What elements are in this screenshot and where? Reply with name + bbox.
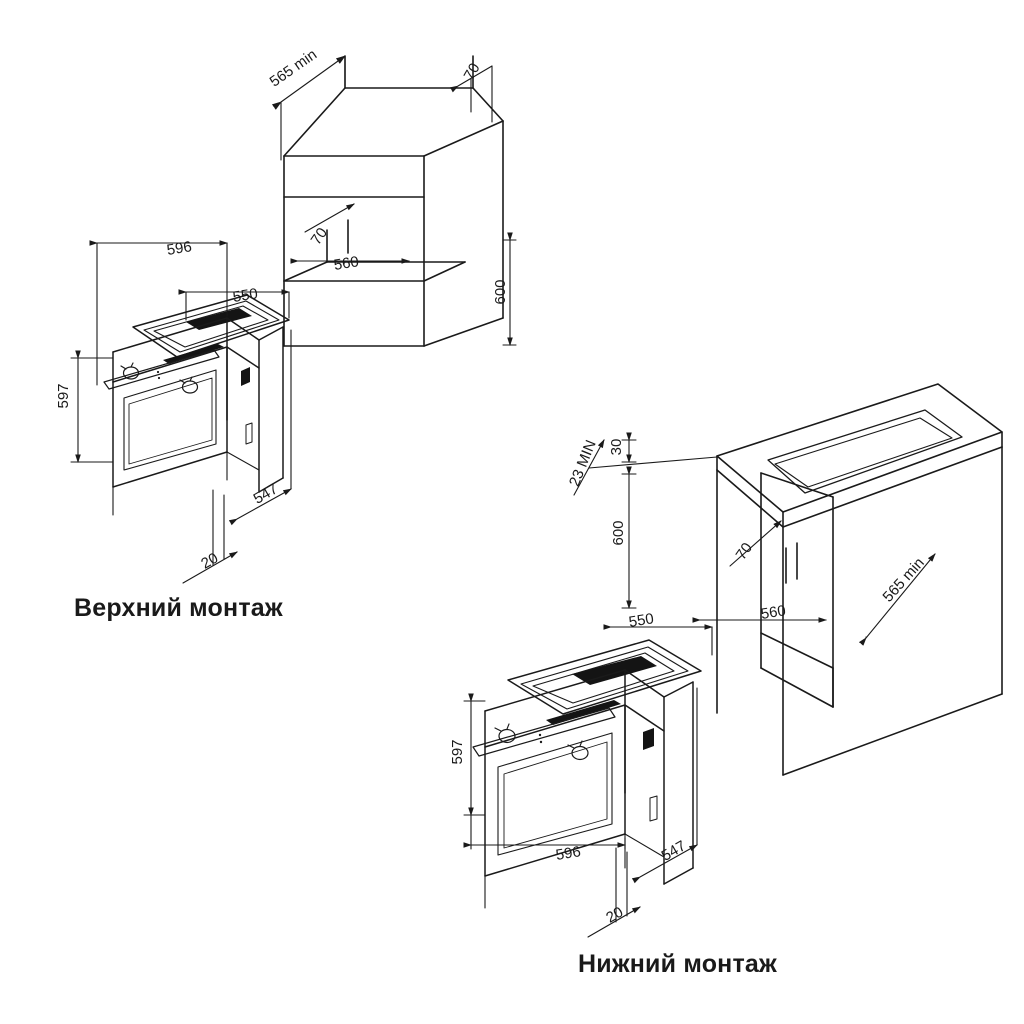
dim-70-interior-top [304, 203, 355, 233]
label-597-top: 597 [55, 383, 72, 408]
label-600-top: 600 [492, 279, 509, 304]
dim-30-bottom [621, 432, 637, 464]
dim-596-bottom [463, 814, 627, 850]
label-596-top: 596 [166, 238, 193, 259]
label-547-top: 547 [251, 480, 281, 507]
oven-knob-right-bottom [567, 740, 589, 761]
dim-70-top [449, 65, 493, 123]
label-20-top: 20 [198, 550, 221, 573]
caption-top-mount: Верхний монтаж [74, 594, 283, 622]
label-23min-bottom: 23 MIN [566, 438, 600, 489]
label-550-bottom: 550 [628, 610, 655, 631]
dim-600-bottom [621, 466, 637, 610]
dim-550-top [178, 289, 291, 321]
oven-knob-right [179, 376, 199, 394]
label-547-bottom: 547 [659, 837, 689, 864]
dim-600-top [502, 232, 517, 347]
dim-20-top [182, 489, 238, 584]
caption-bottom-mount: Нижний монтаж [578, 950, 777, 978]
label-70-bottom: 70 [733, 540, 756, 563]
dim-597-bottom [463, 693, 486, 817]
dim-70-bottom [729, 520, 782, 567]
bottom-oven [472, 639, 702, 909]
top-oven [103, 294, 290, 516]
dim-23min-bottom [573, 439, 718, 496]
oven-knob-left-bottom [494, 723, 516, 744]
label-30-bottom: 30 [608, 439, 625, 456]
dim-547-top [228, 329, 292, 526]
dim-597-top [70, 350, 114, 464]
label-600-bottom: 600 [610, 520, 627, 545]
label-550-top: 550 [232, 285, 259, 306]
dim-565min-top [271, 55, 346, 161]
dim-547-bottom [631, 687, 698, 884]
label-596-bottom: 596 [555, 843, 582, 864]
dim-20-bottom [587, 847, 641, 938]
dim-596-top [89, 240, 229, 386]
dim-565min-bottom [858, 553, 936, 646]
label-560-bottom: 560 [760, 602, 787, 623]
label-565min-bottom: 565 min [879, 554, 927, 605]
bottom-cabinet-outline [716, 383, 1003, 776]
label-70-interior-top: 70 [308, 225, 331, 248]
label-560-top: 560 [333, 253, 360, 274]
label-70-top: 70 [461, 60, 484, 83]
top-cabinet-outline [283, 55, 504, 347]
label-565min-top: 565 min [267, 46, 320, 91]
label-597-bottom: 597 [449, 739, 466, 764]
dim-550-bottom [603, 624, 714, 656]
label-20-bottom: 20 [603, 904, 626, 927]
oven-knob-left [120, 362, 140, 380]
